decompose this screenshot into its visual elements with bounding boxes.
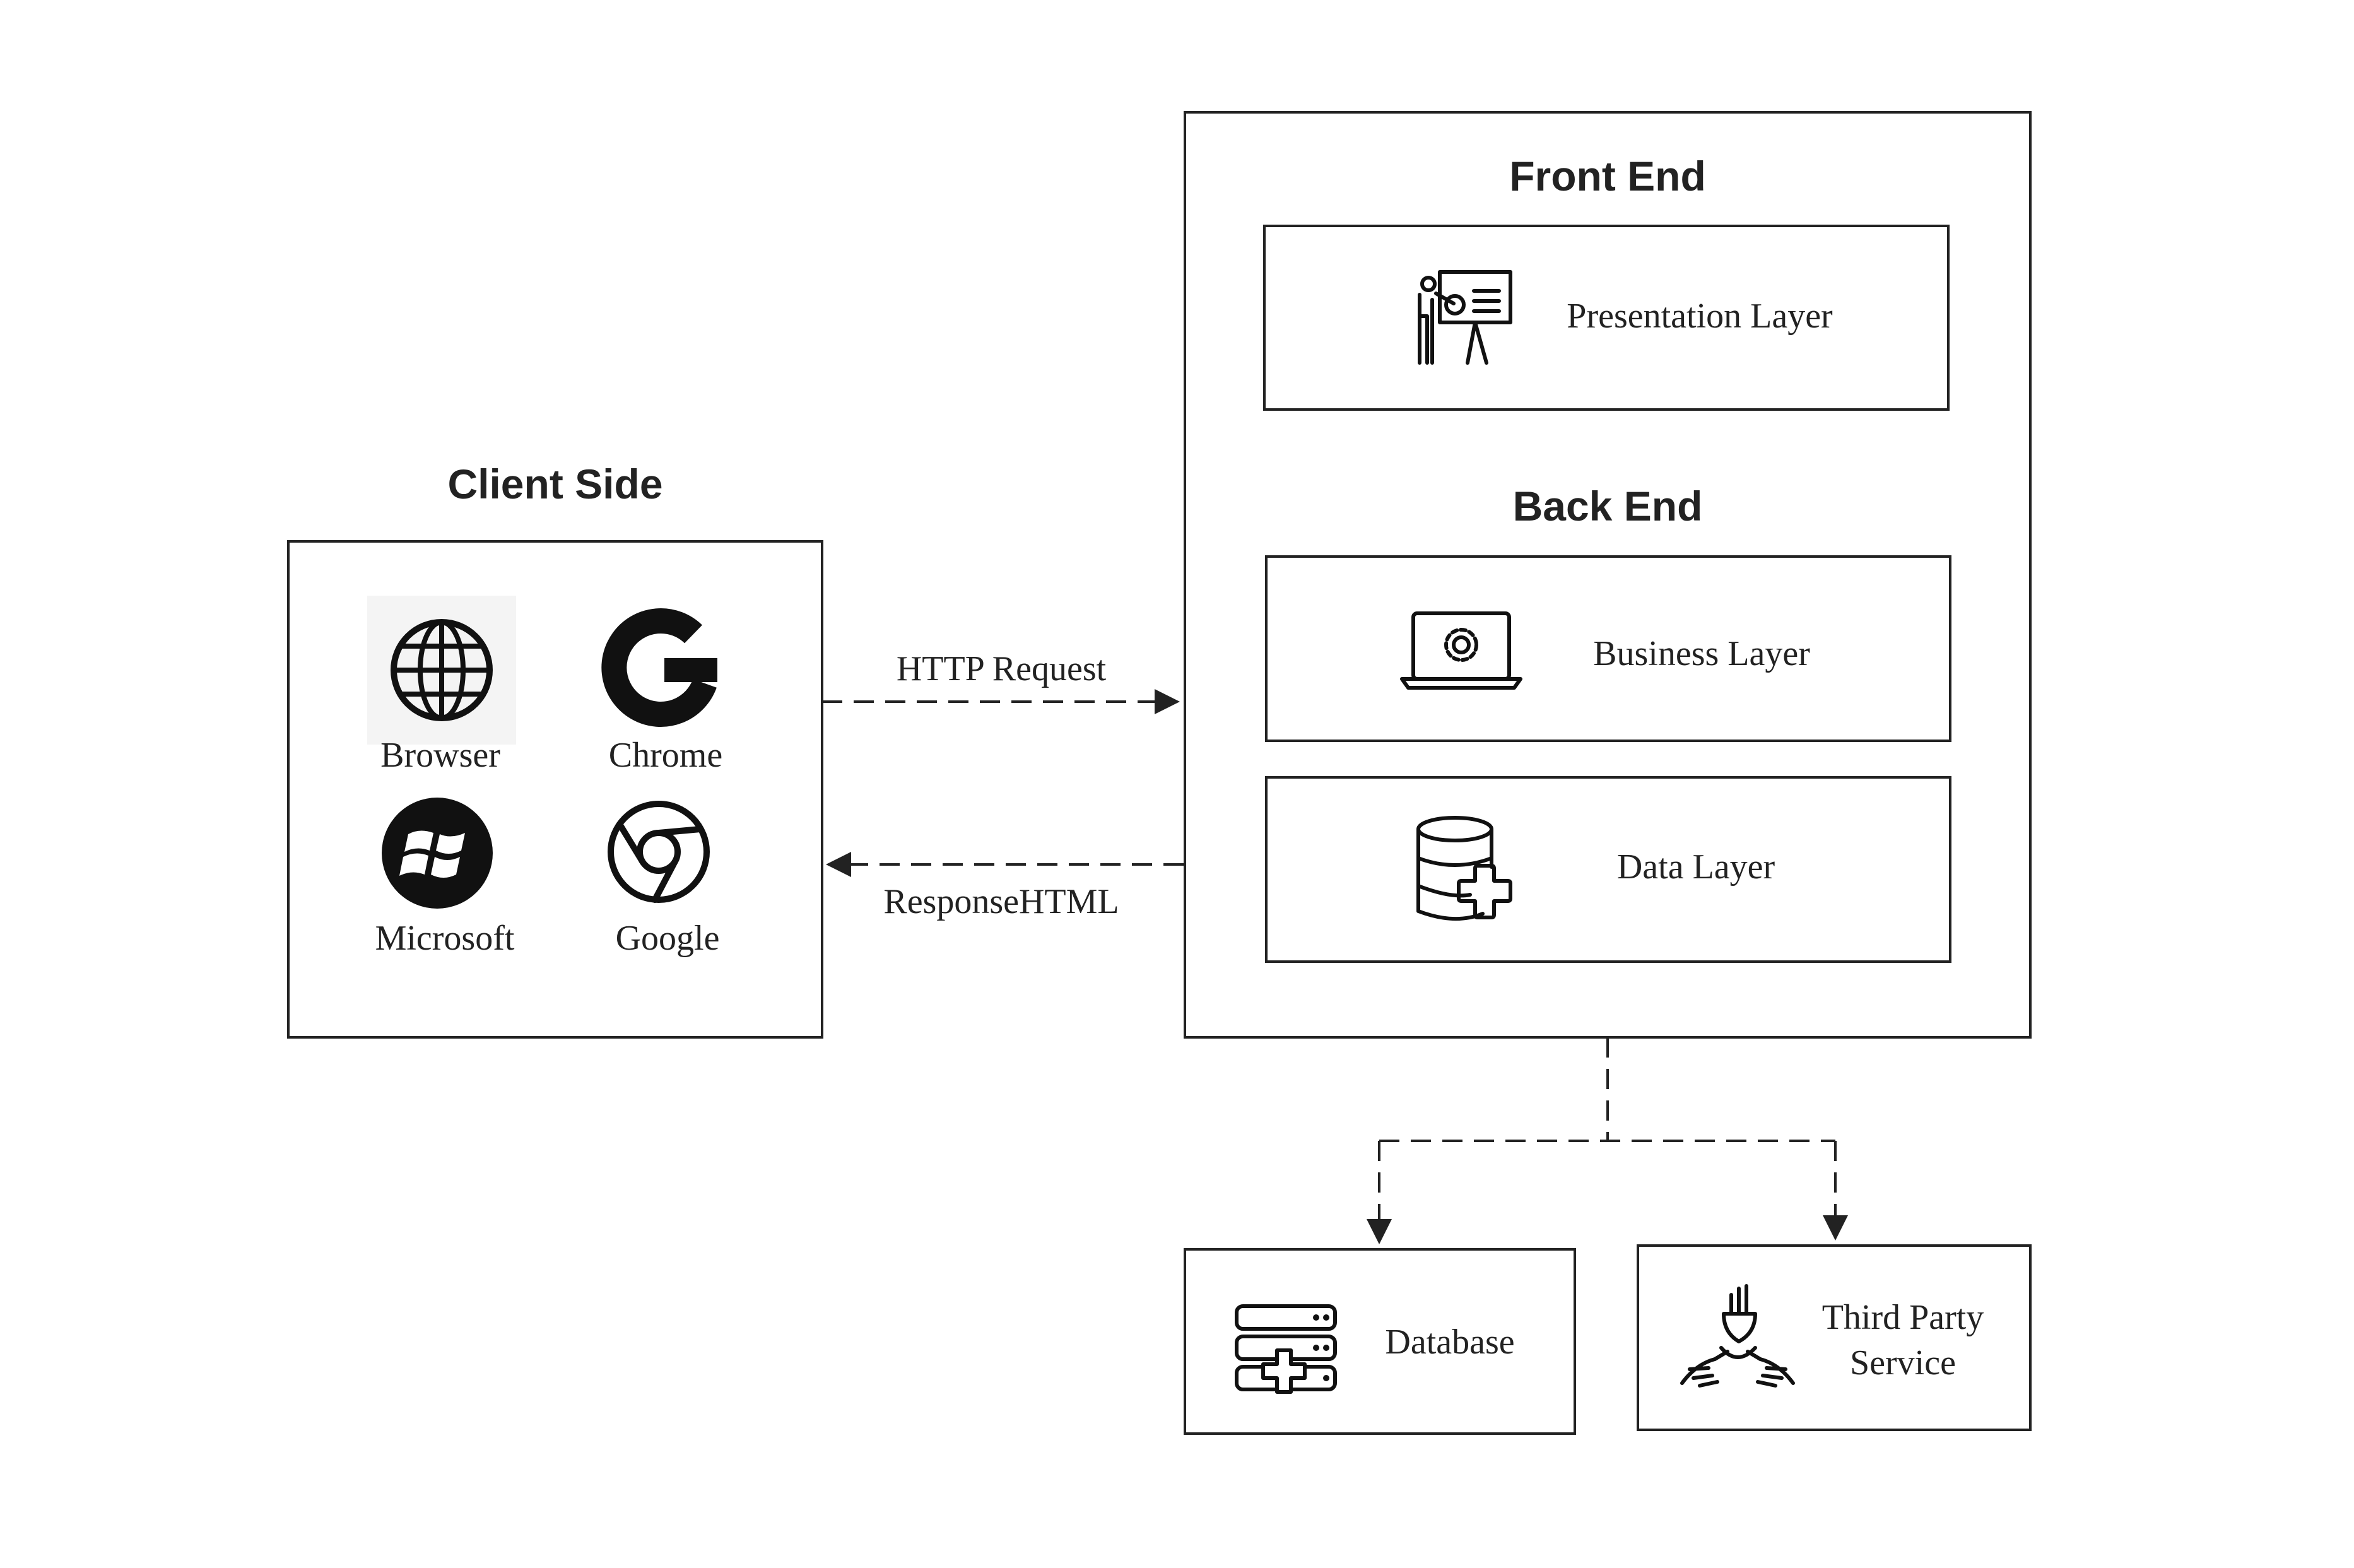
third-party-service-box: [1637, 1244, 2032, 1431]
database-box: [1184, 1248, 1576, 1435]
presentation-layer-label: Presentation Layer: [1567, 297, 1833, 336]
response-html-label: ResponseHTML: [883, 882, 1119, 921]
client-side-title: Client Side: [447, 461, 662, 507]
business-layer-box: [1265, 555, 1951, 742]
presenter-icon: [1418, 270, 1512, 365]
client-item-microsoft-label: Microsoft: [375, 919, 515, 958]
client-item-google-label: Google: [616, 919, 720, 958]
front-end-title: Front End: [1509, 153, 1706, 199]
windows-icon: [382, 798, 493, 909]
presentation-layer-box: [1263, 225, 1950, 411]
business-layer-label: Business Layer: [1593, 634, 1810, 673]
back-end-title: Back End: [1513, 483, 1703, 529]
database-label: Database: [1385, 1323, 1514, 1362]
chrome-icon: [608, 801, 710, 903]
third-party-label-line1: Third Party: [1822, 1298, 1984, 1337]
http-request-label: HTTP Request: [897, 649, 1107, 688]
laptop-gear-icon: [1400, 611, 1522, 690]
data-layer-label: Data Layer: [1617, 847, 1775, 887]
hands-icon: [1680, 1284, 1795, 1388]
data-layer-box: [1265, 776, 1951, 963]
google-g-icon: [601, 608, 717, 727]
database-plus-icon: [1416, 816, 1512, 921]
third-party-label-line2: Service: [1850, 1343, 1956, 1382]
client-item-chrome-label: Chrome: [609, 736, 722, 775]
server-plus-icon: [1235, 1304, 1337, 1394]
globe-icon: [367, 596, 516, 745]
client-item-browser-label: Browser: [380, 736, 500, 775]
